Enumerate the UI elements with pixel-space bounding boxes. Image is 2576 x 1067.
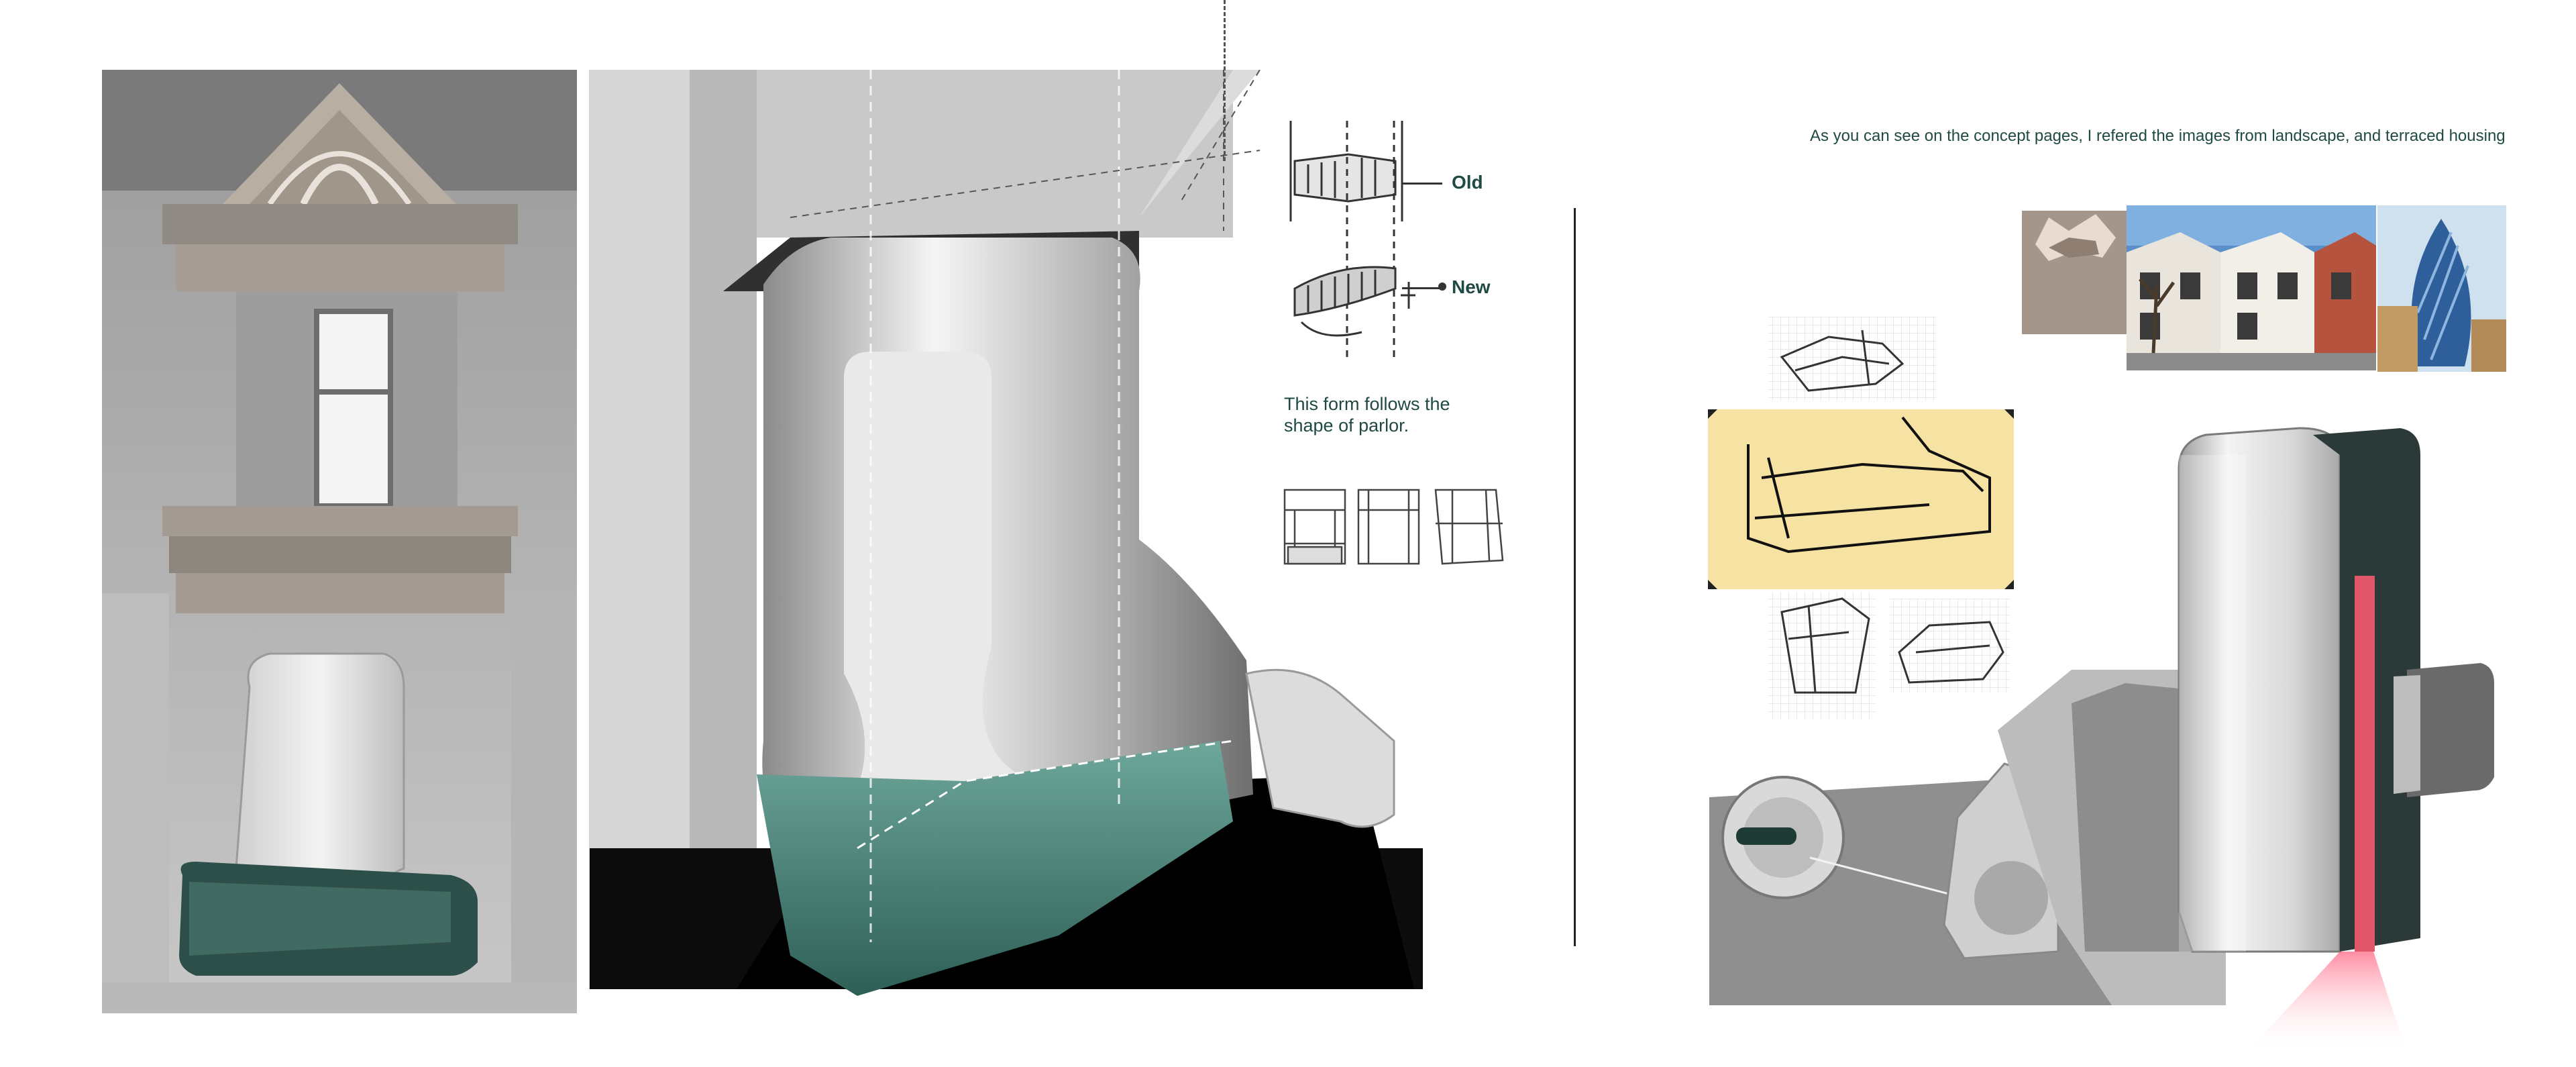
old-new-sketch: [1289, 121, 1415, 362]
parlor-sketches: [1283, 489, 1504, 565]
form-note-line-2: shape of parlor.: [1284, 415, 1409, 436]
concept-header-note: As you can see on the concept pages, I r…: [1810, 127, 2506, 145]
new-label: New: [1452, 276, 1491, 297]
form-note: This form follows the shape of parlor.: [1284, 393, 1485, 436]
concept-sketch-cluster: [1708, 317, 2014, 719]
product-render: [1709, 427, 2494, 1054]
new-pointer-line: [1402, 287, 1442, 289]
gherkin-building-image: [2377, 205, 2506, 372]
section-divider: [1574, 208, 1576, 946]
vertical-guide-line: [1224, 0, 1226, 161]
pod-closeup-render: [589, 70, 1423, 996]
form-note-line-1: This form follows the: [1284, 394, 1450, 414]
landscape-reference-image: [2022, 211, 2127, 334]
terraced-housing-image: [2127, 205, 2376, 370]
old-pointer-line: [1402, 183, 1442, 185]
building-render-panel: [102, 70, 577, 1013]
old-label: Old: [1452, 172, 1483, 193]
new-pointer-dot: [1438, 283, 1446, 291]
